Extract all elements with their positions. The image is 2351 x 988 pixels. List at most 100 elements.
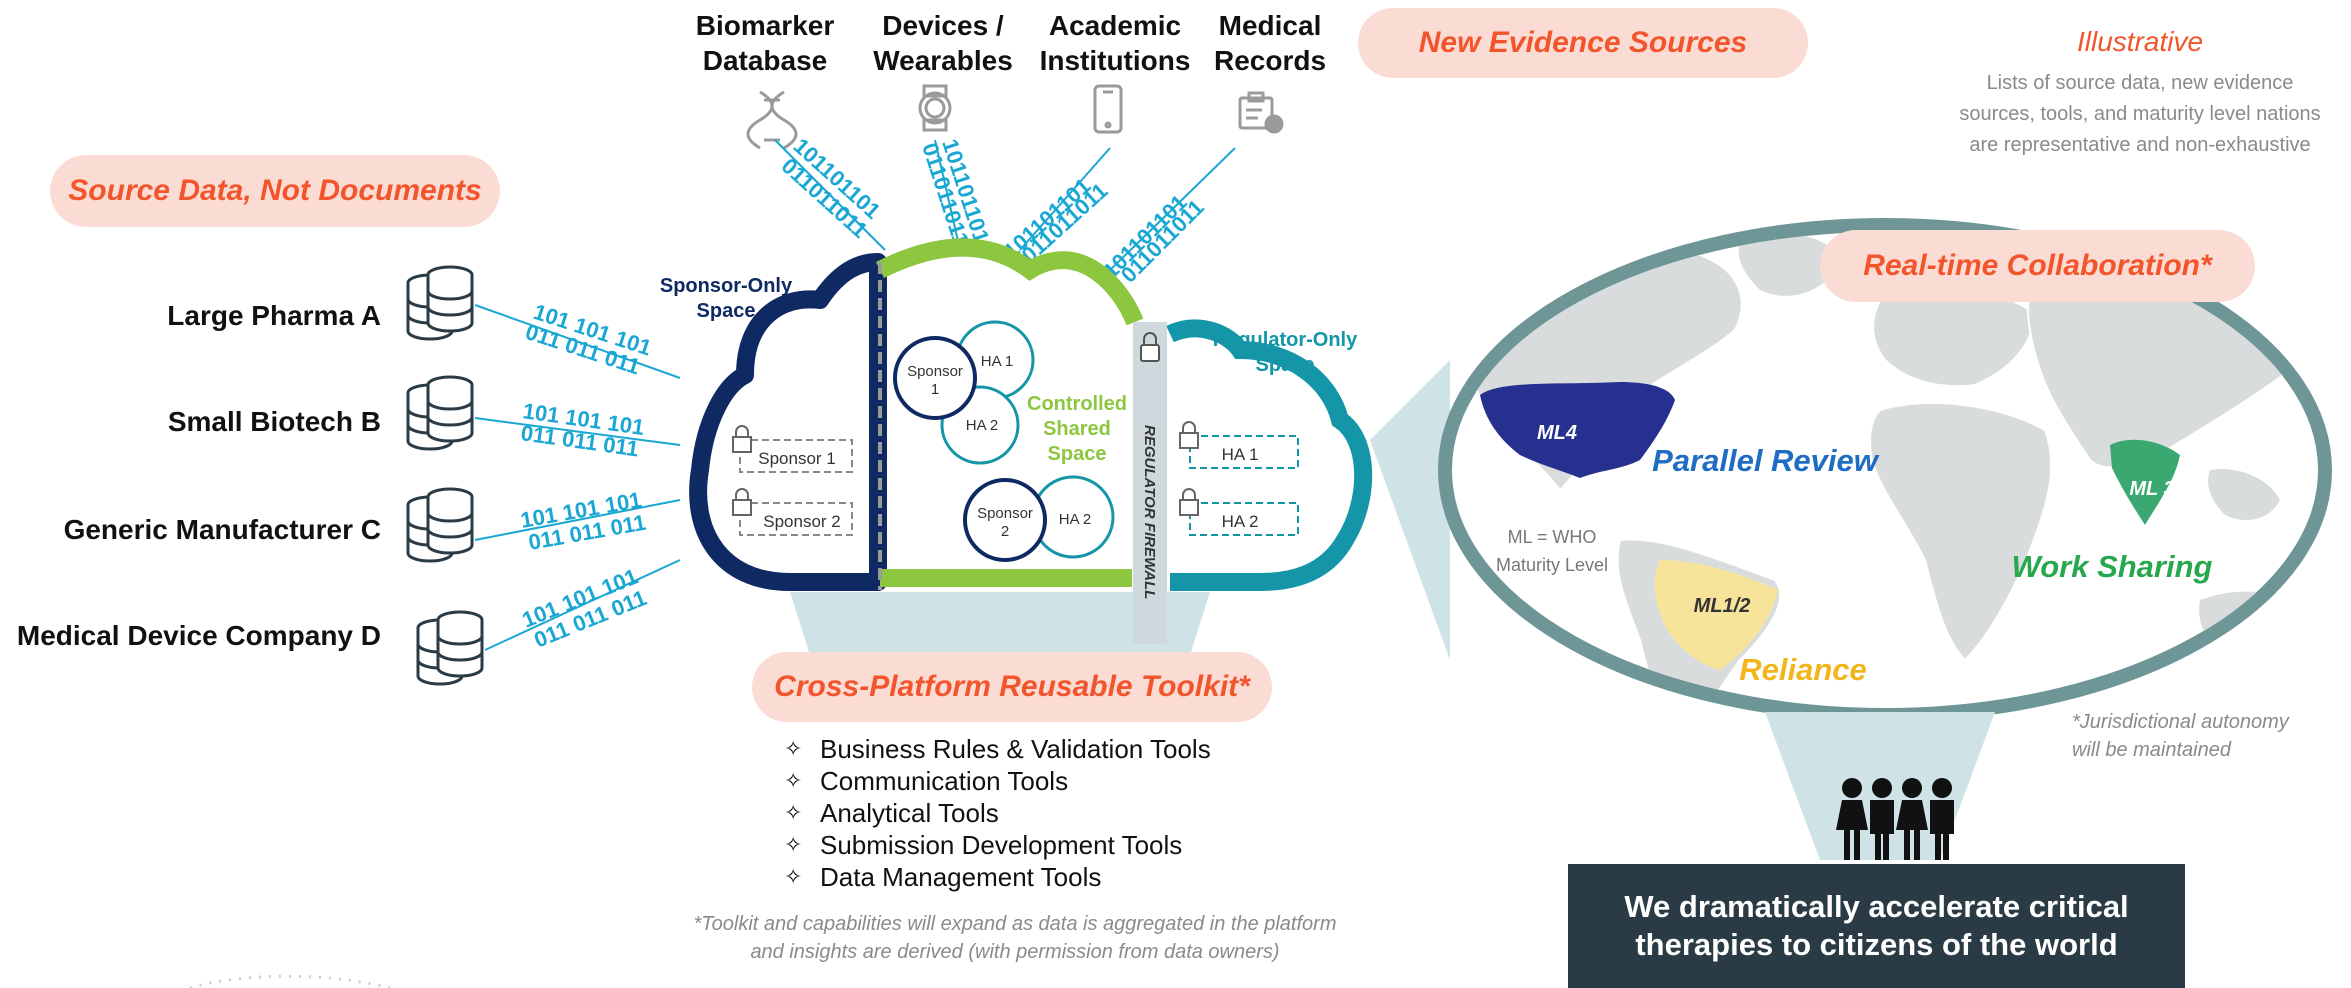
wrench-icon: ✧	[784, 768, 803, 793]
firewall-lock-icon	[1140, 332, 1160, 362]
sponsor2-box: Sponsor 2	[732, 488, 853, 536]
source-label-line2: Database	[702, 45, 828, 76]
toolkit-item-label: Analytical Tools	[820, 798, 999, 828]
database-icon	[406, 265, 474, 341]
ml-usa-label: ML4	[1537, 422, 1577, 444]
brazil-shape	[1654, 560, 1778, 670]
work-sharing-label: Work Sharing	[2012, 549, 2213, 584]
ml-india-label: ML 3	[2129, 478, 2174, 500]
source-label-line1: Academic	[1048, 10, 1182, 41]
source-label-line2: Records	[1213, 45, 1327, 76]
circle-label: 2	[1001, 523, 1009, 540]
firewall-label: REGULATOR FIREWALL	[1141, 425, 1158, 599]
circle-label: Sponsor	[977, 505, 1033, 522]
toolkit-list: ✧Business Rules & Validation Tools ✧Comm…	[784, 733, 1211, 893]
source-data-label: Source Data, Not Documents	[68, 174, 482, 207]
database-icon	[406, 375, 474, 451]
source-label-line2: Wearables	[873, 45, 1013, 76]
ha2-box-label: HA 2	[1222, 512, 1259, 531]
shared-cloud-top	[875, 238, 1144, 326]
toolkit-item: ✧Business Rules & Validation Tools	[784, 733, 1211, 765]
circle-label: HA 2	[966, 417, 999, 434]
source-label-line2: Institutions	[1039, 45, 1191, 76]
toolkit-item-label: Data Management Tools	[820, 862, 1102, 892]
autonomy-note-line1: *Jurisdictional autonomy	[2072, 711, 2289, 733]
company-medical-device: Medical Device Company D	[16, 620, 381, 651]
ha1-box: HA 1	[1179, 421, 1299, 469]
ha2-box: HA 2	[1179, 488, 1299, 536]
lock-icon	[1179, 499, 1199, 516]
mission-line2: therapies to citizens of the world	[1635, 927, 2118, 962]
new-evidence-label: New Evidence Sources	[1418, 26, 1748, 59]
toolkit-item: ✧ Communication Tools	[784, 765, 1211, 797]
source-academic: Academic Institutions	[1030, 8, 1200, 78]
india-shape	[2110, 439, 2180, 525]
database-icon	[406, 487, 474, 563]
lock-icon	[732, 499, 752, 516]
circle-label: 1	[931, 381, 939, 398]
dna-icon	[746, 90, 798, 150]
toolkit-item-label: Business Rules & Validation Tools	[820, 734, 1211, 764]
database-icon	[416, 610, 484, 686]
illustrative-title: Illustrative	[2076, 26, 2204, 57]
toolkit-pill: Cross-Platform Reusable Toolkit*	[752, 652, 1272, 722]
top-binary-text: 101101101 011011011 101101101 011011011 …	[777, 133, 1209, 287]
autonomy-note: *Jurisdictional autonomy will be maintai…	[2072, 708, 2332, 764]
regulator-cloud	[1166, 319, 1373, 591]
mission-banner: We dramatically accelerate critical ther…	[1568, 864, 2185, 988]
source-biomarker: Biomarker Database	[680, 8, 850, 78]
toolkit-label: Cross-Platform Reusable Toolkit*	[774, 670, 1250, 703]
illustrative-note: Illustrative Lists of source data, new e…	[1930, 26, 2350, 161]
shared-space-label: Shared	[1043, 418, 1111, 440]
map-connector	[1370, 360, 1450, 660]
left-data-streams	[474, 304, 681, 651]
source-medical-records: Medical Records	[1190, 8, 1350, 78]
wrench-icon: ✧	[784, 832, 803, 857]
decorative-arc	[189, 974, 391, 988]
shared-space-label: Controlled	[1027, 393, 1127, 415]
source-label-line1: Biomarker	[695, 10, 835, 41]
sponsor2-box-label: Sponsor 2	[763, 512, 841, 531]
toolkit-item-label: Communication Tools	[820, 766, 1069, 796]
illustrative-line1: Lists of source data, new evidence	[1986, 72, 2294, 94]
toolkit-item-label: Submission Development Tools	[820, 830, 1183, 860]
real-time-collab-label: Real-time Collaboration*	[1863, 249, 2212, 282]
company-large-pharma: Large Pharma A	[167, 300, 381, 331]
sponsor-cloud	[689, 253, 887, 591]
company-small-biotech: Small Biotech B	[167, 406, 381, 437]
shared-space-label: Space	[1048, 443, 1107, 465]
reliance-label: Reliance	[1739, 652, 1867, 687]
cloud-funnel	[790, 592, 1210, 655]
source-label-line1: Devices /	[882, 10, 1004, 41]
lock-icon	[732, 436, 752, 453]
people-icon	[1836, 778, 1954, 860]
regulator-firewall	[1133, 322, 1167, 644]
sponsor-space-label: Space	[697, 300, 756, 322]
real-time-collab-pill: Real-time Collaboration*	[1820, 230, 2255, 302]
ml-brazil-label: ML1/2	[1694, 595, 1751, 617]
toolkit-note: *Toolkit and capabilities will expand as…	[640, 910, 1390, 966]
mission-line1: We dramatically accelerate critical	[1624, 889, 2129, 924]
usa-shape	[1480, 382, 1675, 478]
sponsor1-box: Sponsor 1	[732, 425, 853, 473]
company-generic-manufacturer: Generic Manufacturer C	[63, 514, 381, 545]
lock-icon	[1179, 432, 1199, 449]
regulator-space-label: Space	[1256, 354, 1315, 376]
collab-circles-top: Sponsor 1 HA 1 HA 2	[893, 320, 1035, 465]
illustrative-line2: sources, tools, and maturity level natio…	[1959, 103, 2321, 125]
top-data-streams	[774, 139, 1236, 271]
sponsor1-box-label: Sponsor 1	[758, 449, 836, 468]
source-data-pill: Source Data, Not Documents	[50, 155, 500, 227]
left-binary-text: 101 101 101 011 011 011 101 101 101 011 …	[519, 299, 655, 653]
toolkit-item: ✧Analytical Tools	[784, 797, 1211, 829]
illustrative-line3: are representative and non-exhaustive	[1969, 134, 2311, 156]
smartphone-icon	[1093, 84, 1123, 134]
ml-legend: Maturity Level	[1496, 555, 1608, 575]
toolkit-item: ✧ Submission Development Tools	[784, 829, 1211, 861]
toolkit-item: ✧Data Management Tools	[784, 861, 1211, 893]
ml-legend: ML = WHO	[1508, 527, 1597, 547]
source-devices: Devices / Wearables	[858, 8, 1028, 78]
circle-label: Sponsor	[907, 363, 963, 380]
sponsor-space-label: Sponsor-Only	[660, 275, 793, 297]
